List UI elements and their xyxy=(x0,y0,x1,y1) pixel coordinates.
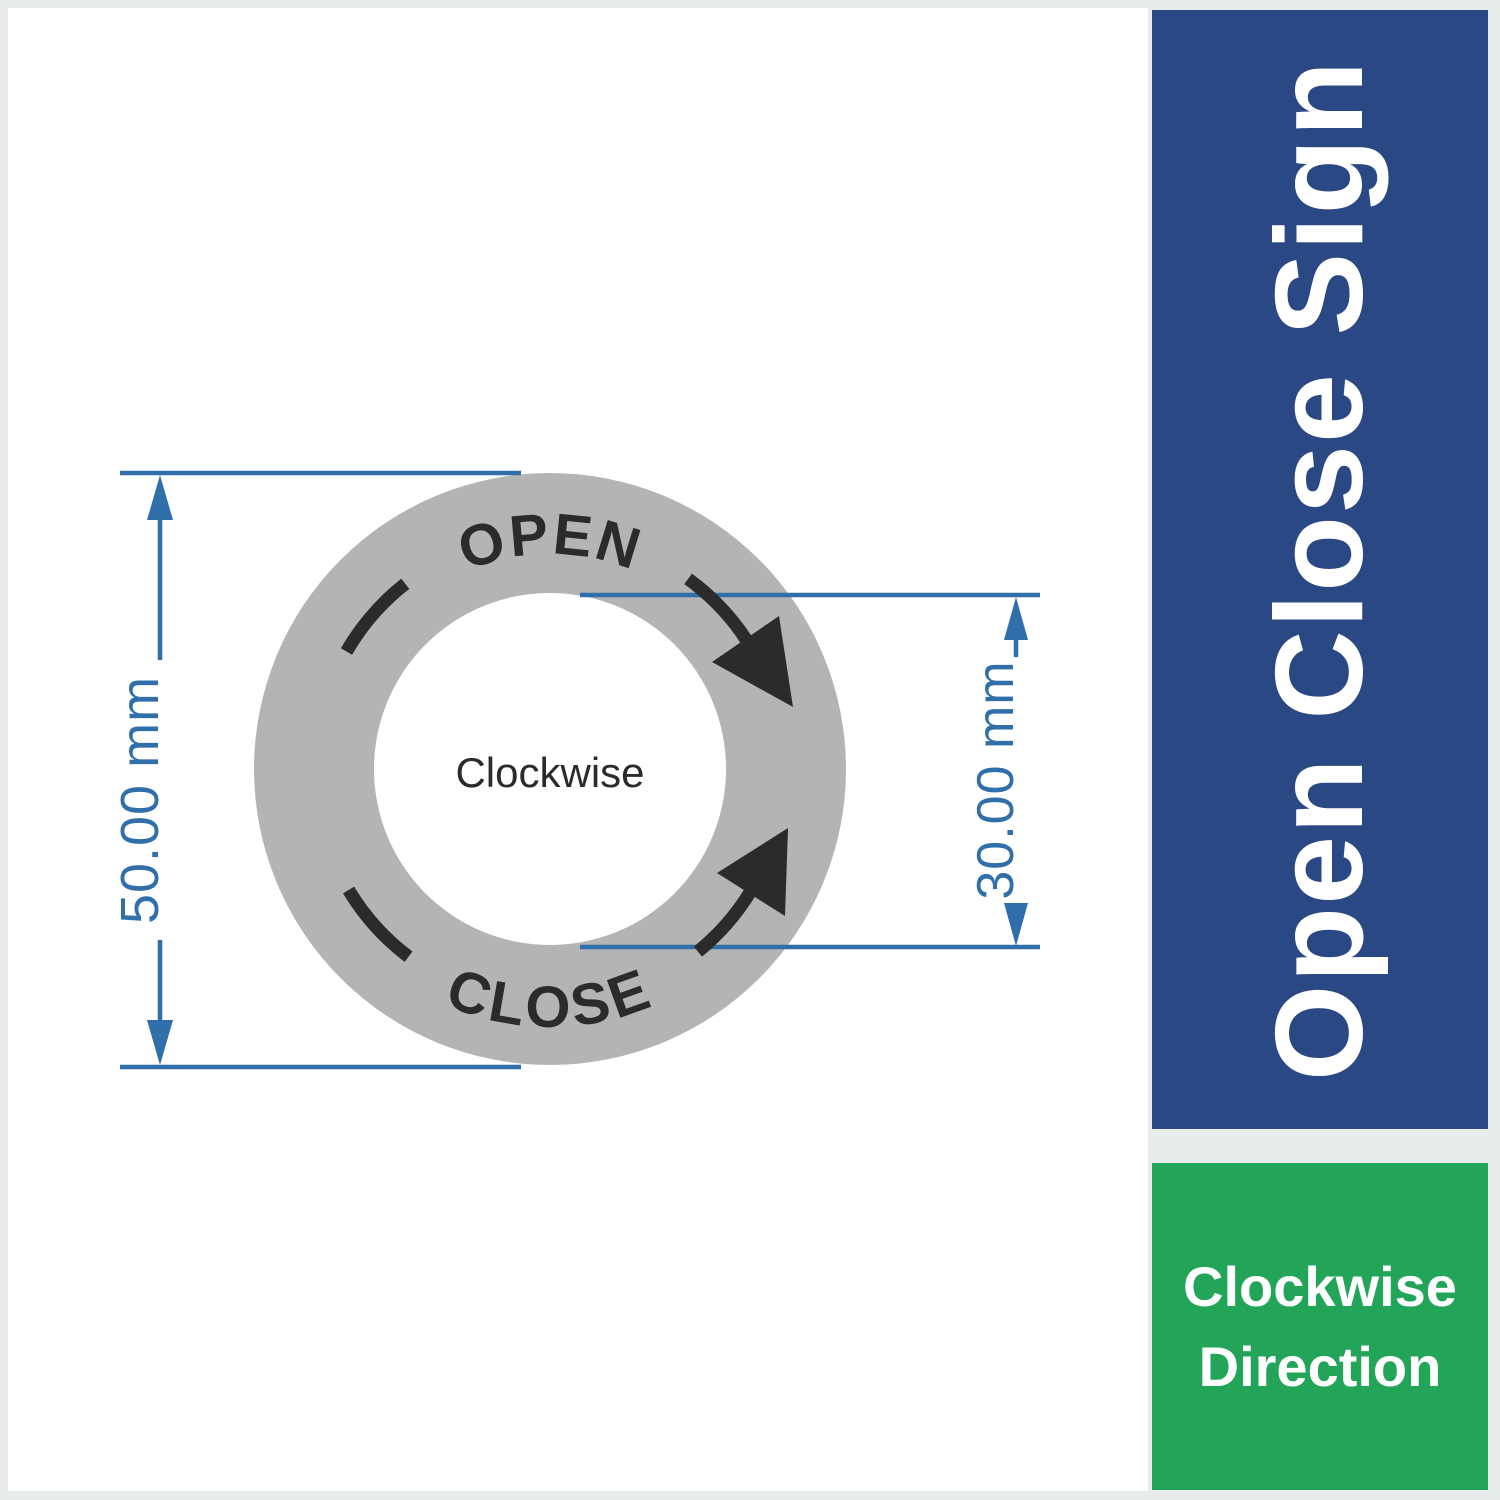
direction-badge-line2: Direction xyxy=(1198,1334,1442,1398)
drawing-card xyxy=(8,8,1148,1491)
page-title: Open Close Sign xyxy=(1251,58,1389,1081)
title-banner: Open Close Sign xyxy=(1152,10,1488,1129)
direction-badge-line1: Clockwise xyxy=(1183,1254,1457,1318)
direction-badge: Clockwise Direction xyxy=(1152,1163,1488,1490)
